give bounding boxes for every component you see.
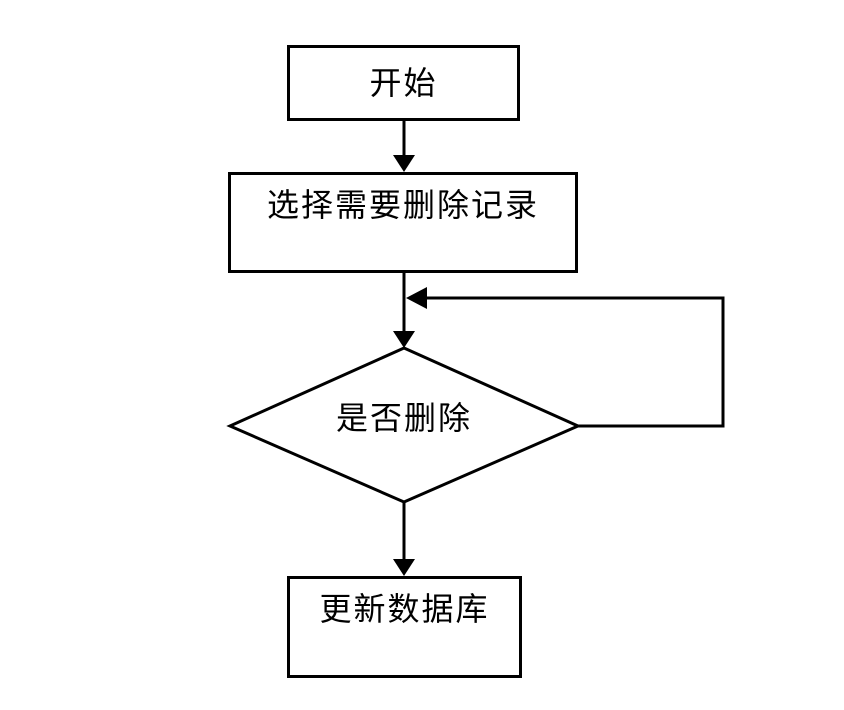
node-select-records-label: 选择需要删除记录 — [266, 187, 539, 223]
edge-loopback-arrowhead — [406, 287, 427, 309]
edge-decision-update-arrowhead — [393, 559, 415, 576]
node-update-database: 更新数据库 — [287, 576, 522, 678]
edge-start-select-arrowhead — [393, 155, 415, 172]
node-decision: 是否删除 — [230, 348, 578, 502]
node-update-database-label: 更新数据库 — [319, 591, 490, 627]
edge-select-decision-arrowhead — [393, 331, 415, 348]
edge-loopback-path — [427, 296, 725, 428]
node-start: 开始 — [287, 45, 520, 121]
node-select-records: 选择需要删除记录 — [228, 172, 578, 273]
node-start-label: 开始 — [369, 65, 438, 101]
node-decision-label: 是否删除 — [335, 400, 472, 436]
